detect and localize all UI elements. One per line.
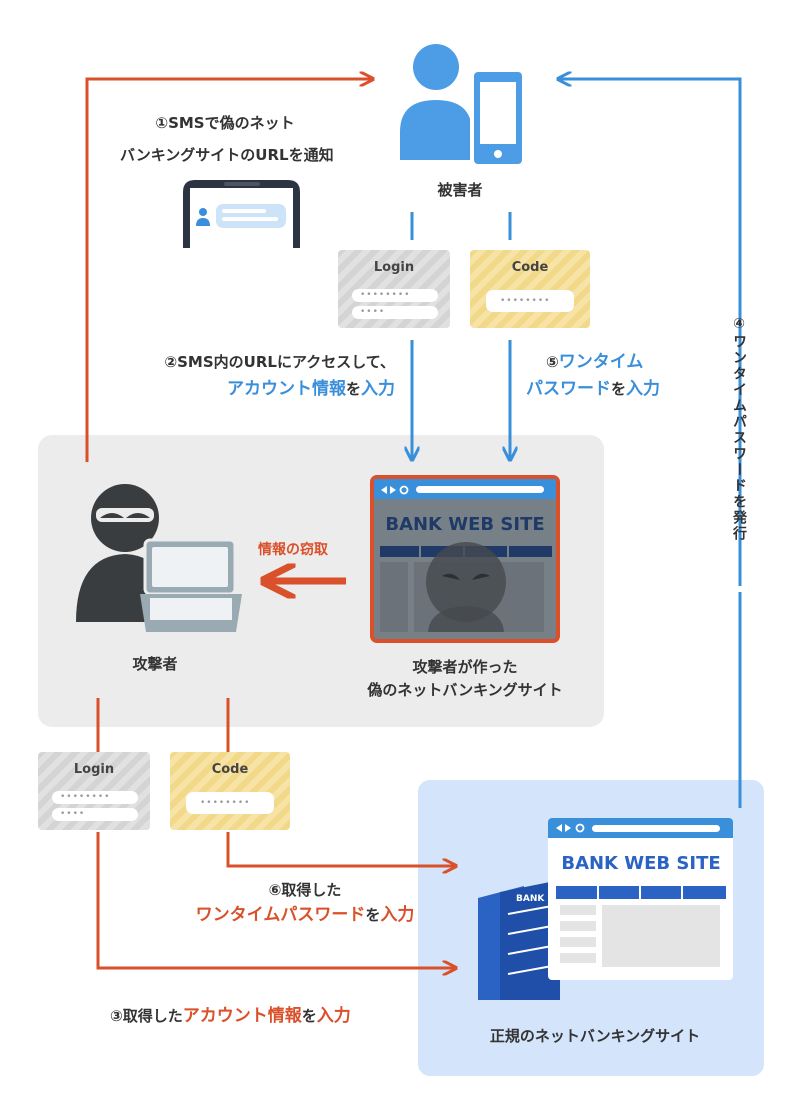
step4-arrow (558, 79, 742, 586)
login-field-password: •••• (352, 306, 438, 319)
code-field: •••••••• (486, 290, 574, 312)
login-field-id: •••••••• (352, 289, 438, 302)
real-site-label: 正規のネットバンキングサイト (489, 1027, 701, 1045)
real-bank-site (548, 818, 733, 980)
attacker-label: 攻撃者 (132, 655, 178, 673)
code-card-attacker: Code •••••••• (170, 752, 290, 830)
code-card-victim: Code •••••••• (470, 250, 590, 328)
fake-bank-site (370, 475, 560, 643)
attacker-icon (76, 484, 242, 632)
code-field: •••••••• (186, 792, 274, 814)
step3-label: ③取得したアカウント情報を入力 (110, 1006, 351, 1026)
victim-icon (400, 44, 526, 168)
code-card-title: Code (211, 762, 249, 777)
step6-label: ⑥取得した ワンタイムパスワードを入力 (195, 881, 415, 925)
sms-phone-icon (183, 180, 300, 248)
step1-arrow (85, 79, 373, 462)
bank-building-sign: BANK (516, 894, 545, 904)
login-card-victim: Login •••••••• •••• (338, 250, 450, 328)
login-card-title: Login (73, 762, 115, 777)
login-field-password: •••• (52, 808, 138, 821)
real-site-title: BANK WEB SITE (561, 853, 721, 874)
victim-label: 被害者 (437, 181, 483, 199)
login-card-attacker: Login •••••••• •••• (38, 752, 150, 830)
step3-arrow (96, 832, 456, 968)
fake-site-title: BANK WEB SITE (385, 514, 545, 535)
step6-arrow (226, 832, 456, 866)
login-field-id: •••••••• (52, 791, 138, 804)
theft-label: 情報の窃取 (258, 542, 328, 558)
step1-label: ①SMSで偽のネット バンキングサイトのURLを通知 (120, 114, 334, 164)
step2-label: ②SMS内のURLにアクセスして、 アカウント情報を入力 (164, 353, 395, 399)
fake-site-label: 攻撃者が作った 偽のネットバンキングサイト (367, 658, 563, 699)
bank-building-icon (478, 880, 560, 1000)
step5-label: ⑤ワンタイム パスワードを入力 (526, 352, 661, 399)
step4-label: ④ワンタイムパスワードを発行 (731, 316, 747, 542)
code-card-title: Code (511, 260, 549, 275)
login-card-title: Login (373, 260, 415, 275)
